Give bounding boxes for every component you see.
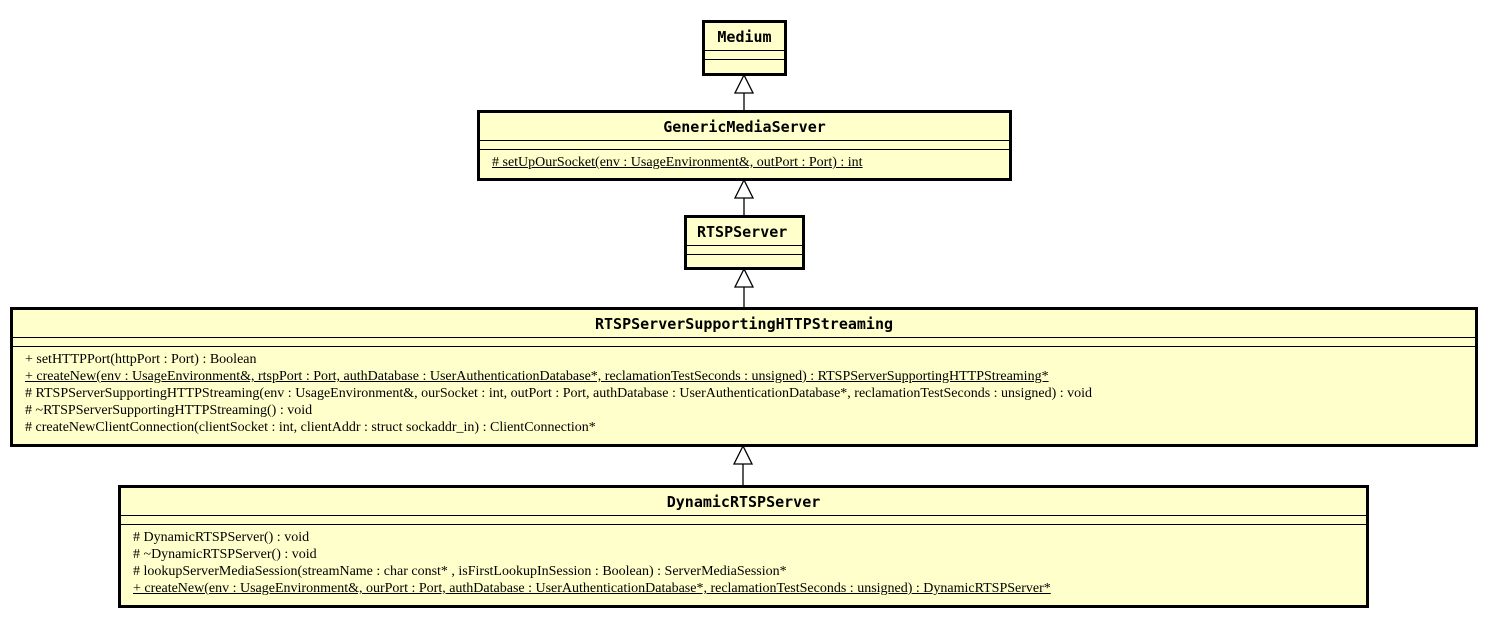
attributes-compartment <box>687 246 802 255</box>
operation: + setHTTPPort(httpPort : Port) : Boolean <box>25 352 257 367</box>
class-medium[interactable]: Medium <box>702 20 787 76</box>
operations-compartment: + setHTTPPort(httpPort : Port) : Boolean… <box>13 347 1475 439</box>
generalization-arrow <box>733 73 755 94</box>
attributes-compartment <box>480 141 1009 150</box>
operations-compartment: # setUpOurSocket(env : UsageEnvironment&… <box>480 150 1009 174</box>
attributes-compartment <box>121 516 1366 525</box>
generalization-arrow <box>733 178 755 199</box>
operation: # setUpOurSocket(env : UsageEnvironment&… <box>492 155 863 170</box>
operations-compartment <box>705 60 784 77</box>
class-rtsp-server-supporting-http-streaming[interactable]: RTSPServerSupportingHTTPStreaming + setH… <box>10 307 1478 447</box>
generalization-arrow <box>733 267 755 288</box>
class-name: Medium <box>705 23 784 51</box>
operation: # DynamicRTSPServer() : void <box>133 530 310 545</box>
operations-compartment <box>687 255 802 272</box>
attributes-compartment <box>705 51 784 60</box>
operation: + createNew(env : UsageEnvironment&, our… <box>133 581 1051 596</box>
class-name: RTSPServer <box>687 218 802 246</box>
operation: # ~RTSPServerSupportingHTTPStreaming() :… <box>25 403 313 418</box>
operations-compartment: # DynamicRTSPServer() : void # ~DynamicR… <box>121 525 1366 600</box>
class-dynamic-rtsp-server[interactable]: DynamicRTSPServer # DynamicRTSPServer() … <box>118 485 1369 608</box>
operation: # createNewClientConnection(clientSocket… <box>25 420 596 435</box>
operation: # ~DynamicRTSPServer() : void <box>133 547 317 562</box>
operation: # RTSPServerSupportingHTTPStreaming(env … <box>25 386 1093 401</box>
attributes-compartment <box>13 338 1475 347</box>
class-generic-media-server[interactable]: GenericMediaServer # setUpOurSocket(env … <box>477 110 1012 181</box>
class-rtsp-server[interactable]: RTSPServer <box>684 215 805 270</box>
operation: + createNew(env : UsageEnvironment&, rts… <box>25 369 1049 384</box>
class-name: DynamicRTSPServer <box>121 488 1366 516</box>
generalization-arrow <box>732 444 754 465</box>
class-name: RTSPServerSupportingHTTPStreaming <box>13 310 1475 338</box>
class-name: GenericMediaServer <box>480 113 1009 141</box>
operation: # lookupServerMediaSession(streamName : … <box>133 564 787 579</box>
